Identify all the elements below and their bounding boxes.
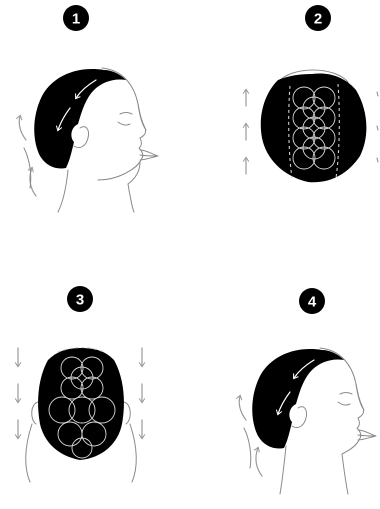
step-3-badge: 3 bbox=[67, 286, 93, 312]
step-2-badge: 2 bbox=[305, 5, 331, 31]
back-of-head-3 bbox=[18, 348, 142, 483]
step-2: 2 bbox=[246, 5, 378, 182]
step-4-number: 4 bbox=[308, 294, 317, 311]
back-of-head-2 bbox=[246, 70, 378, 182]
step-3: 3 bbox=[18, 286, 142, 482]
side-profile-head-1 bbox=[19, 68, 158, 212]
side-profile-head-4 bbox=[239, 348, 376, 494]
step-1-badge: 1 bbox=[63, 5, 89, 31]
step-2-number: 2 bbox=[314, 11, 322, 28]
step-4-badge: 4 bbox=[299, 288, 325, 314]
step-4: 4 bbox=[239, 288, 376, 494]
step-1-number: 1 bbox=[72, 11, 80, 28]
step-3-number: 3 bbox=[76, 292, 84, 309]
step-1: 1 bbox=[19, 5, 158, 212]
